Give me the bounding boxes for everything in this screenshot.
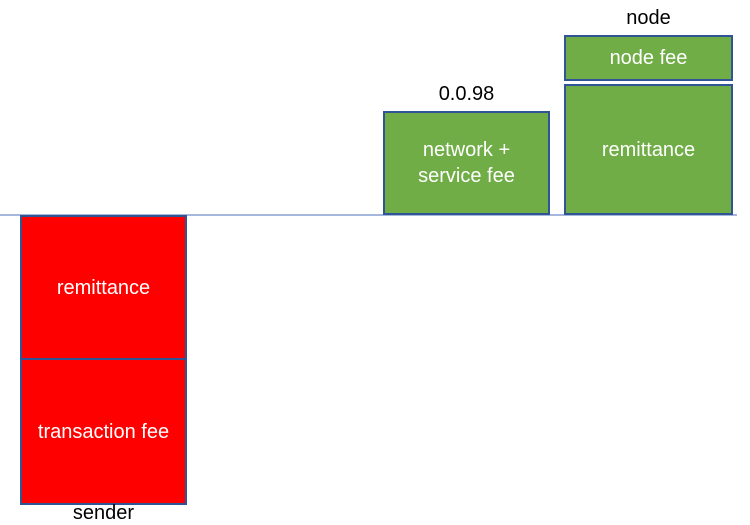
sender-transaction-fee-label: transaction fee — [37, 420, 170, 443]
node-fee-segment: node fee — [566, 37, 731, 79]
sender-transaction-fee-segment: transaction fee — [22, 360, 185, 503]
network-service-fee-segment: network + service fee — [385, 113, 548, 213]
node-remittance-segment: remittance — [566, 86, 731, 213]
baseline-divider — [0, 214, 737, 216]
fee-account-axis-label: 0.0.98 — [438, 83, 495, 105]
node-axis-label: node — [626, 7, 671, 29]
node-fee-box: node fee — [564, 35, 733, 81]
node-remittance-box: remittance — [564, 84, 733, 215]
fee-account-box: network + service fee — [383, 111, 550, 215]
sender-remittance-segment: remittance — [22, 217, 185, 360]
network-service-fee-label: network + service fee — [418, 137, 515, 189]
network-service-fee-line1: network + — [422, 139, 511, 161]
sender-remittance-label: remittance — [56, 276, 151, 299]
node-remittance-label: remittance — [601, 138, 696, 161]
sender-stack-box: remittance transaction fee — [20, 215, 187, 505]
node-fee-label: node fee — [609, 47, 688, 69]
sender-axis-label: sender — [72, 502, 135, 524]
network-service-fee-line2: service fee — [418, 165, 515, 187]
